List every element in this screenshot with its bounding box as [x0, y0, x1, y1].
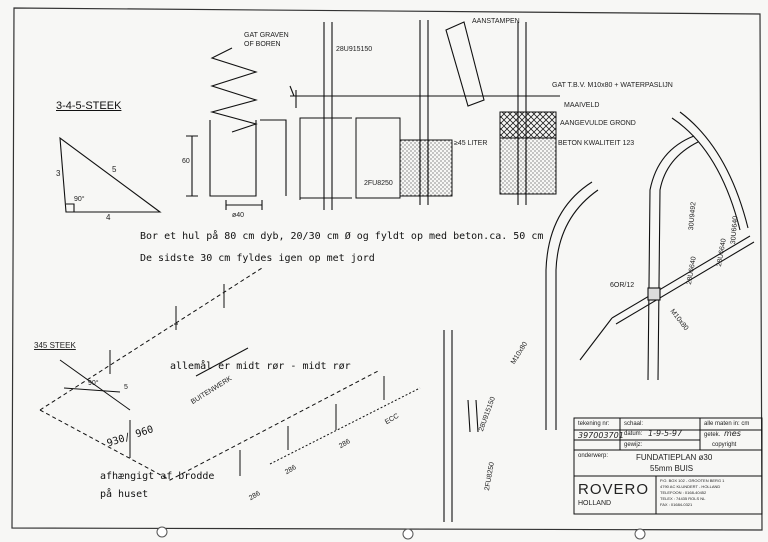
plan-steek-small: 345 STEEK — [34, 341, 76, 350]
plan-afhaengigt-2: på huset — [100, 489, 149, 500]
sheet-border — [11, 7, 763, 531]
plan-layout — [39, 267, 421, 481]
instruction-line-1: Bor et hul på 80 cm dyb, 20/30 cm Ø og f… — [140, 231, 544, 242]
triangle-side-5: 5 — [112, 165, 117, 174]
tb-tekening-value: 397003701 — [578, 431, 624, 440]
label-gat-tbv: GAT T.B.V. M10x80 + WATERPASLIJN — [552, 82, 673, 89]
label-beton: BETON KWALITEIT 123 — [558, 140, 635, 147]
tb-datum-label: datum: — [624, 431, 643, 437]
diagonal-rail — [579, 235, 755, 361]
tb-address-4: TELEX : 74435 ROLS NL — [660, 496, 706, 501]
plan-five: 5 — [124, 384, 128, 391]
plan-allemaal: allemål er midt rør - midt rør — [170, 361, 351, 372]
label-dim-60: 60 — [182, 158, 190, 165]
pipes-bottom — [443, 330, 479, 522]
triangle-side-3: 3 — [56, 169, 61, 178]
tb-tekening-label: tekening nr: — [578, 421, 610, 427]
title-block-frame — [573, 417, 763, 515]
label-pipe-code-top: 28U915150 — [336, 46, 373, 53]
plan-angle: 90° — [88, 380, 99, 387]
tb-subject-1: FUNDATIEPLAN ø30 — [636, 453, 713, 462]
tb-schaal-label: schaal: — [624, 421, 644, 427]
label-aanstampen: AANSTAMPEN — [472, 18, 520, 25]
tb-address-5: FAX : 01684-0321 — [660, 502, 693, 507]
tb-onderwerp-label: onderwerp: — [578, 453, 609, 459]
tb-gewijz-label: gewijz: — [624, 442, 643, 448]
label-gat-graven: GAT GRAVEN — [244, 32, 289, 39]
tb-address-1: P.O. BOX 102 - GROOTEN BERG 1 — [660, 478, 725, 483]
triangle-angle: 90° — [74, 196, 85, 203]
instruction-line-2: De sidste 30 cm fyldes igen op met jord — [140, 253, 375, 264]
tb-getek-label: getek. — [704, 432, 721, 438]
steek-triangle — [59, 136, 162, 213]
tb-address-3: TELEFOON : 0168-40452 — [660, 490, 707, 495]
label-aangevulde-grond: AANGEVULDE GROND — [560, 120, 636, 127]
label-maaiveld: MAAIVELD — [564, 102, 600, 109]
tb-copyright: copyright — [712, 442, 737, 448]
drill-hole-sketch — [186, 47, 287, 210]
pipe-label-6or: 6OR/12 — [610, 282, 635, 289]
curved-poles — [545, 111, 749, 430]
label-dim-40: ø40 — [232, 212, 245, 219]
tb-datum-value: 1-9-5-97 — [648, 429, 683, 438]
plan-afhaengigt-1: afhængigt af brodde — [100, 471, 215, 482]
steek-title: 3-4-5-STEEK — [56, 100, 122, 112]
foundation-blocks — [299, 111, 557, 200]
tb-maten-label: alle maten in: cm — [704, 421, 750, 427]
label-of-boren: OF BOREN — [244, 41, 281, 48]
punch-holes — [156, 526, 646, 540]
label-liter: ≥45 LITER — [454, 140, 488, 147]
tb-address-2: 4790 AC KLUNDERT - HOLLAND — [660, 484, 721, 489]
tb-getek-value: mes — [724, 429, 741, 438]
triangle-side-4: 4 — [106, 213, 111, 222]
tb-brand: ROVERO — [578, 481, 650, 498]
tb-subject-2: 55mm BUIS — [650, 464, 694, 473]
label-pipe-code-mid: 2FU8250 — [364, 180, 393, 187]
tb-brand-sub: HOLLAND — [578, 500, 612, 507]
